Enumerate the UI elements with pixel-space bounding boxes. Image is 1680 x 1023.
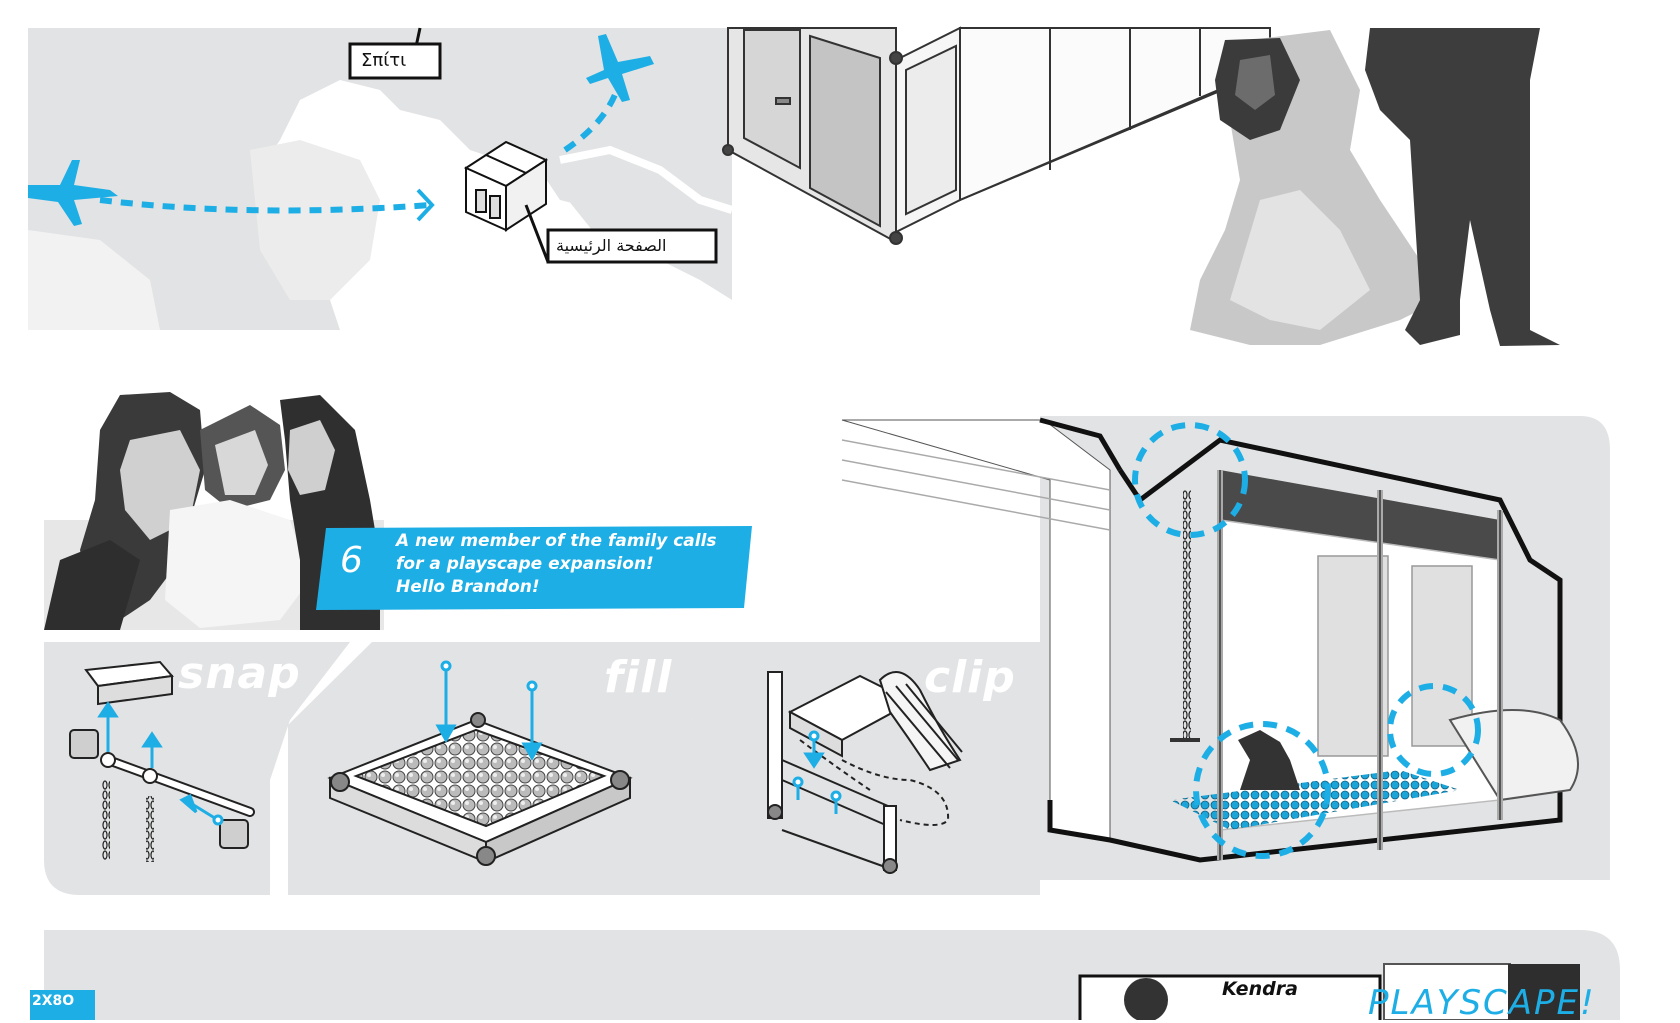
step-banner	[316, 526, 752, 610]
snap-label: snap	[178, 648, 301, 699]
wedding-couple-illustration	[1190, 28, 1560, 346]
snap-panel	[44, 642, 350, 895]
greek-home-label: Σπίτι	[361, 50, 407, 71]
corner-tab: 2X8O	[30, 990, 95, 1020]
playscape-brand: PLAYSCAPE!	[1368, 983, 1596, 1023]
airplane-icon	[28, 160, 118, 226]
arabic-callout	[524, 204, 718, 264]
playscape-module-illustration	[722, 26, 1271, 245]
step-line-3: Hello Brandon!	[396, 577, 540, 597]
airplane-icon	[586, 34, 654, 102]
step-description: A new member of the family calls for a p…	[396, 530, 756, 599]
clip-label: clip	[924, 652, 1016, 703]
bottom-strip	[44, 930, 1620, 1020]
home-model-icon	[463, 140, 549, 232]
step-line-1: A new member of the family calls	[396, 531, 717, 551]
fill-label: fill	[604, 652, 673, 703]
fill-panel	[288, 642, 744, 895]
expanded-playscape-illustration	[841, 416, 1610, 880]
flight-path	[99, 79, 623, 222]
greek-callout	[348, 27, 442, 80]
step-line-2: for a playscape expansion!	[396, 554, 654, 574]
clip-panel	[690, 642, 1040, 895]
arabic-home-label: الصفحة الرئيسية	[556, 236, 667, 255]
step-number: 6	[340, 540, 363, 581]
kendra-name: Kendra	[1222, 978, 1298, 1000]
